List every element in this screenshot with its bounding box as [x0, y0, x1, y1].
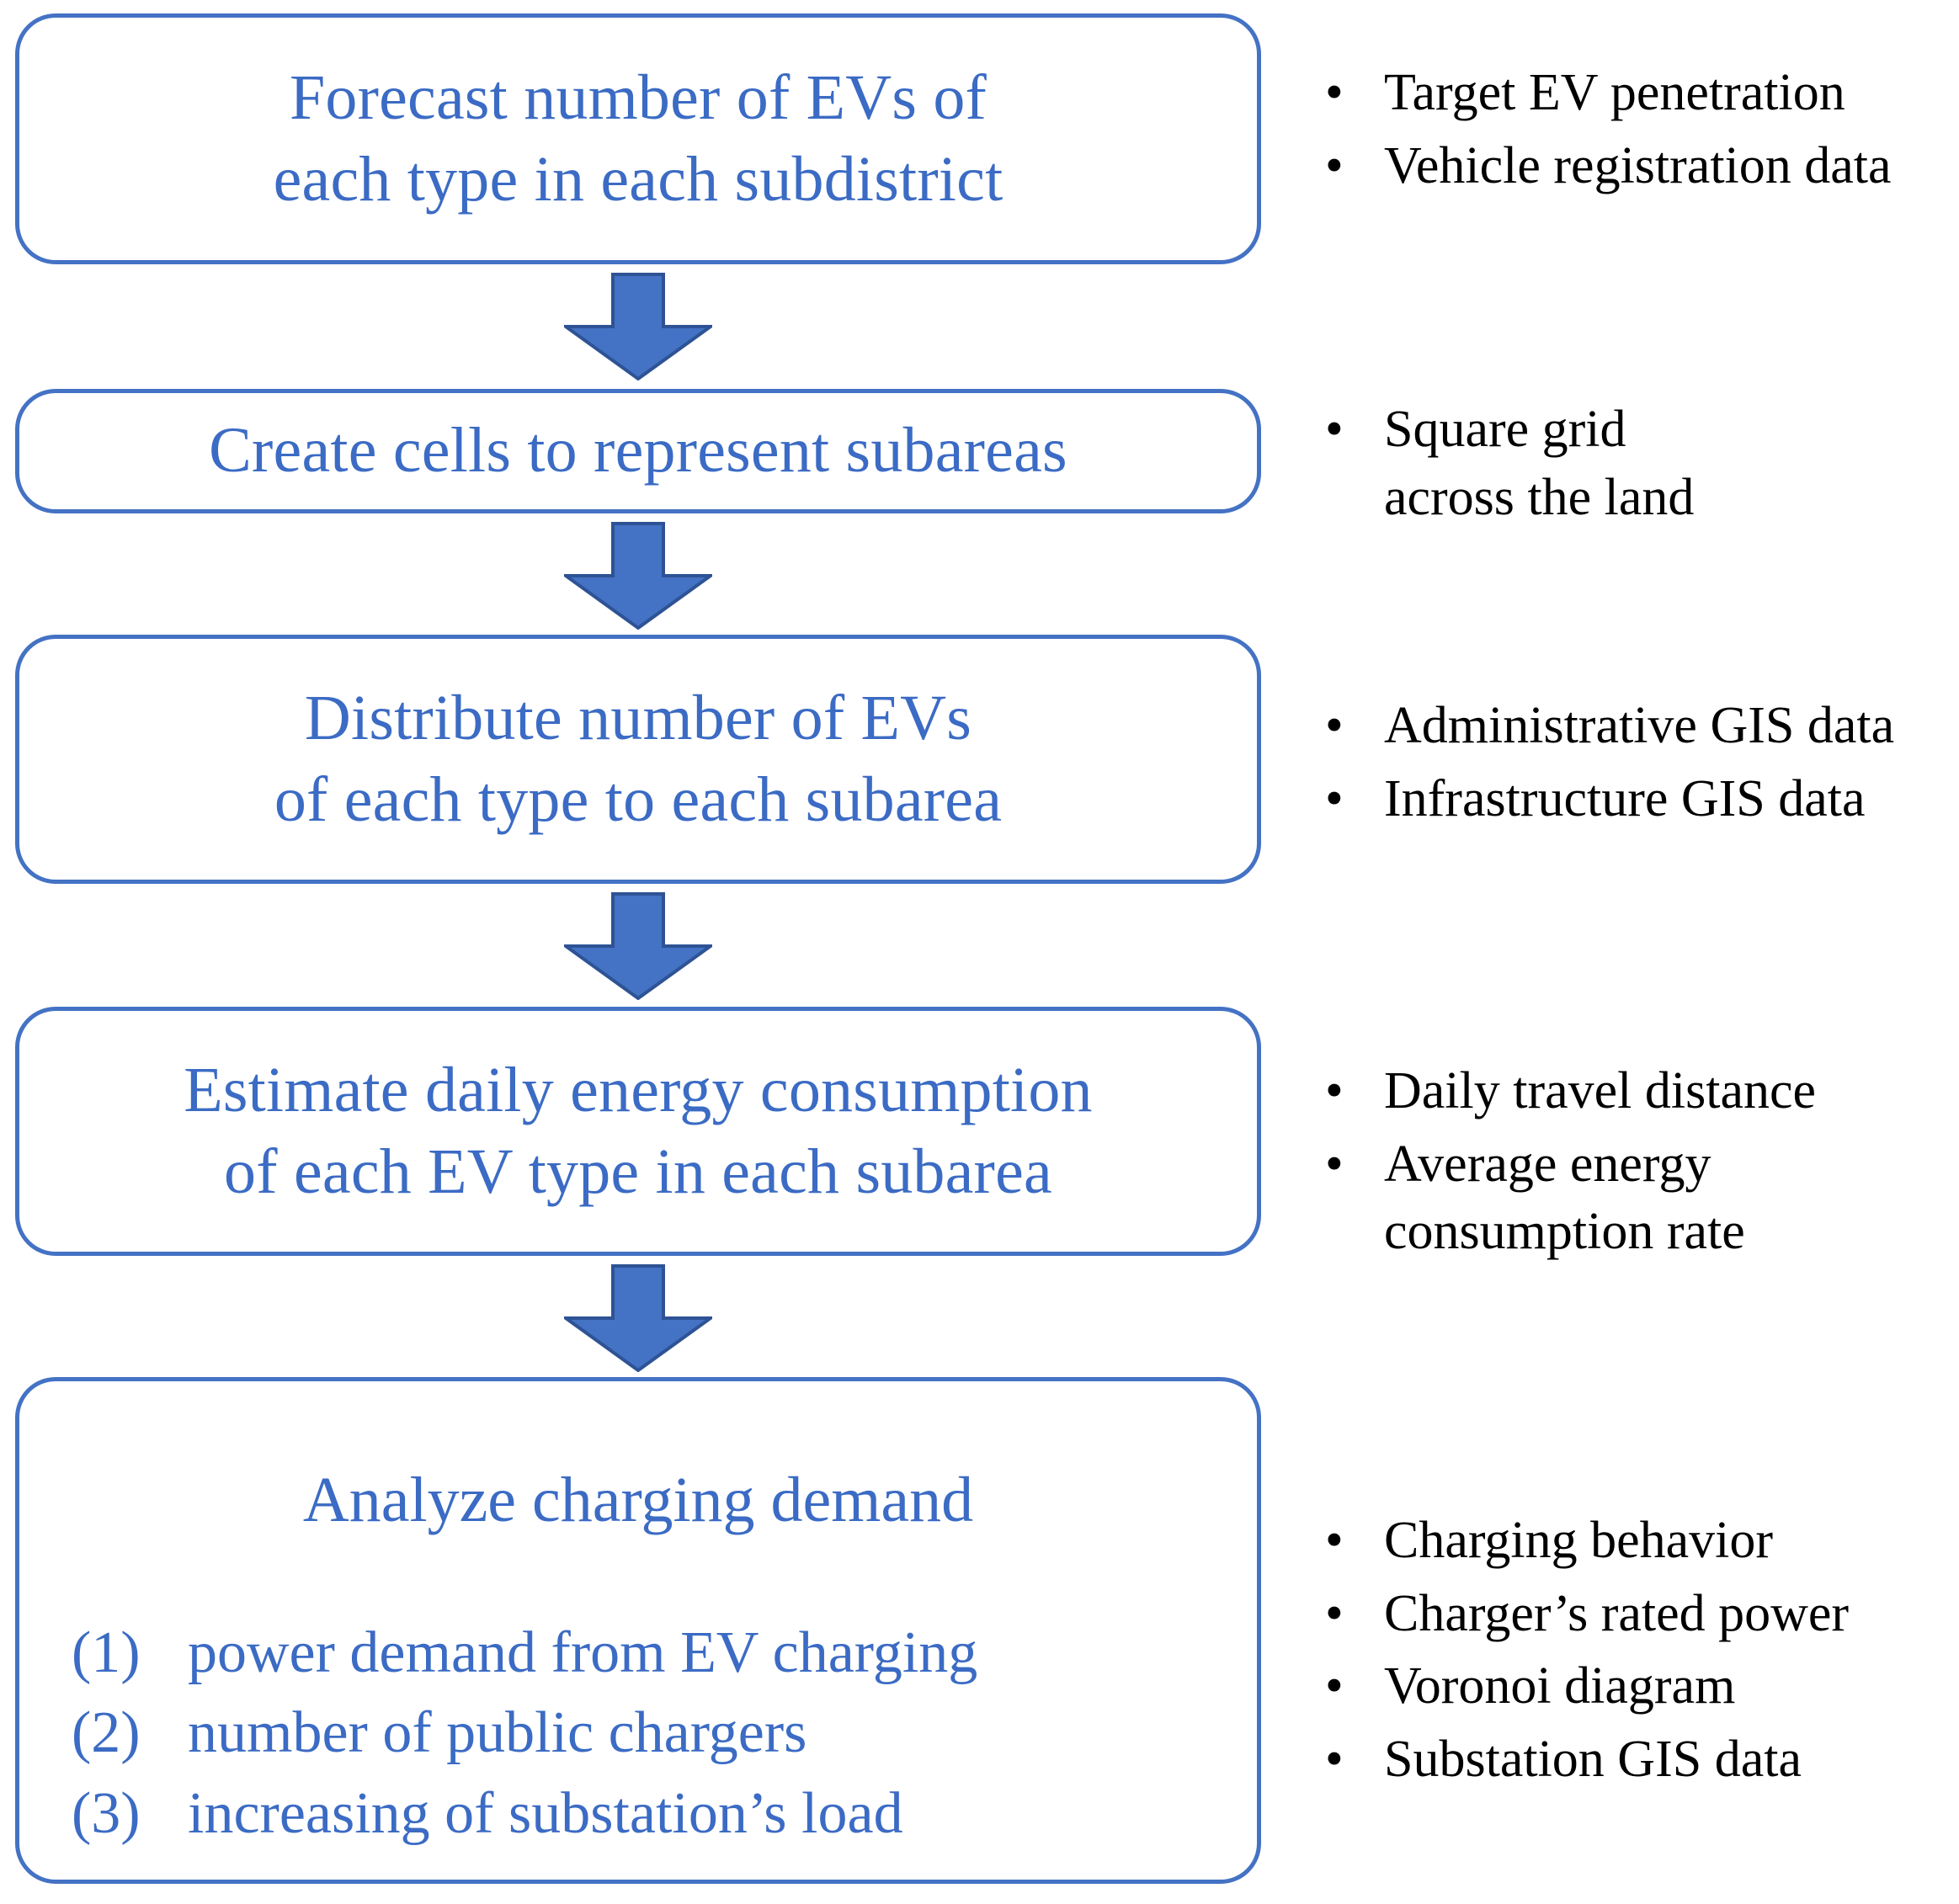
- bullet-icon: •: [1325, 1135, 1344, 1193]
- list-item: • Voronoi diagram: [1320, 1652, 1943, 1721]
- bullet-icon: •: [1325, 1512, 1344, 1569]
- flow-arrow-2: [564, 522, 712, 630]
- step-2-inputs-list: • Square grid across the land: [1320, 396, 1943, 536]
- flow-step-4-label: Estimate daily energy consumption of eac…: [184, 1054, 1093, 1207]
- list-item: • Substation GIS data: [1320, 1726, 1943, 1794]
- list-item: • Administrative GIS data: [1320, 692, 1943, 760]
- list-item-label: Average energy consumption rate: [1384, 1135, 1745, 1261]
- list-item-label: Administrative GIS data: [1384, 697, 1895, 754]
- list-item: • Daily travel distance: [1320, 1057, 1943, 1125]
- flow-step-5-box: Analyze charging demand (1) power demand…: [15, 1377, 1261, 1884]
- list-item-label: Daily travel distance: [1384, 1062, 1817, 1120]
- bullet-icon: •: [1325, 697, 1344, 754]
- list-item-label: increasing of substation’s load: [188, 1780, 903, 1846]
- list-item-label: number of public chargers: [188, 1700, 807, 1766]
- flow-arrow-4: [564, 1264, 712, 1372]
- flow-step-2-label: Create cells to represent subareas: [209, 415, 1067, 487]
- list-item: • Vehicle registration data: [1320, 132, 1943, 200]
- flow-step-2-box: Create cells to represent subareas: [15, 389, 1261, 513]
- list-item-marker: (2): [72, 1700, 141, 1766]
- bullet-icon: •: [1325, 1062, 1344, 1120]
- bullet-icon: •: [1325, 1730, 1344, 1788]
- list-item: (1) power demand from EV charging: [19, 1613, 1257, 1693]
- bullet-icon: •: [1325, 136, 1344, 194]
- list-item-label: Square grid across the land: [1384, 401, 1695, 526]
- flow-arrow-3: [564, 892, 712, 1000]
- list-item: (2) number of public chargers: [19, 1693, 1257, 1773]
- flow-step-4-box: Estimate daily energy consumption of eac…: [15, 1007, 1261, 1256]
- list-item: • Charging behavior: [1320, 1507, 1943, 1575]
- flow-arrow-1: [564, 273, 712, 380]
- list-item: • Average energy consumption rate: [1320, 1130, 1943, 1266]
- list-item: • Infrastructure GIS data: [1320, 765, 1943, 833]
- list-item-label: Voronoi diagram: [1384, 1657, 1736, 1715]
- list-item-label: power demand from EV charging: [188, 1620, 978, 1686]
- list-item: • Charger’s rated power: [1320, 1580, 1943, 1648]
- step-1-inputs-list: • Target EV penetration • Vehicle regist…: [1320, 59, 1943, 205]
- bullet-icon: •: [1325, 64, 1344, 121]
- flow-step-3-box: Distribute number of EVs of each type to…: [15, 635, 1261, 884]
- list-item-label: Charging behavior: [1384, 1512, 1774, 1569]
- step-4-inputs-list: • Daily travel distance • Average energy…: [1320, 1057, 1943, 1271]
- flow-step-5-output-list: (1) power demand from EV charging (2) nu…: [19, 1613, 1257, 1853]
- list-item-label: Infrastructure GIS data: [1384, 769, 1866, 827]
- list-item-label: Substation GIS data: [1384, 1730, 1802, 1788]
- bullet-icon: •: [1325, 769, 1344, 827]
- list-item-label: Charger’s rated power: [1384, 1584, 1850, 1642]
- list-item-marker: (3): [72, 1780, 141, 1846]
- list-item: • Target EV penetration: [1320, 59, 1943, 127]
- list-item-label: Target EV penetration: [1384, 64, 1845, 121]
- bullet-icon: •: [1325, 401, 1344, 458]
- step-3-inputs-list: • Administrative GIS data • Infrastructu…: [1320, 692, 1943, 838]
- bullet-icon: •: [1325, 1657, 1344, 1715]
- flow-step-3-label: Distribute number of EVs of each type to…: [274, 682, 1003, 835]
- step-5-inputs-list: • Charging behavior • Charger’s rated po…: [1320, 1507, 1943, 1798]
- list-item-marker: (1): [72, 1620, 141, 1686]
- flow-step-1-box: Forecast number of EVs of each type in e…: [15, 13, 1261, 264]
- bullet-icon: •: [1325, 1584, 1344, 1642]
- flow-step-1-label: Forecast number of EVs of each type in e…: [273, 61, 1003, 215]
- list-item-label: Vehicle registration data: [1384, 136, 1892, 194]
- list-item: • Square grid across the land: [1320, 396, 1943, 531]
- flow-step-5-label: Analyze charging demand: [302, 1465, 974, 1535]
- list-item: (3) increasing of substation’s load: [19, 1774, 1257, 1853]
